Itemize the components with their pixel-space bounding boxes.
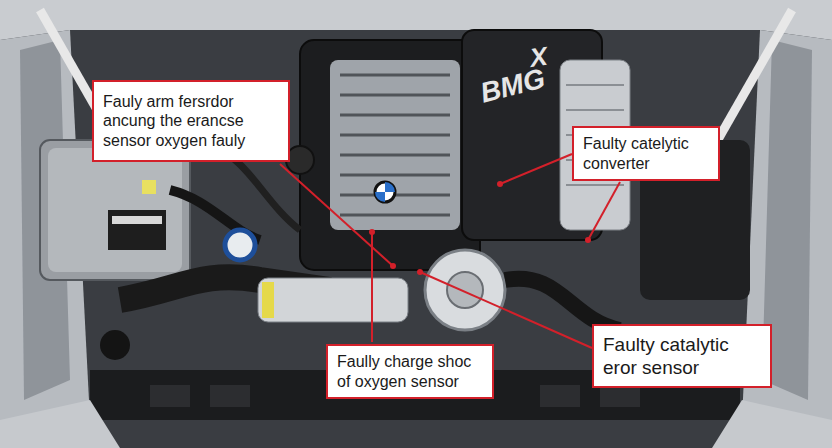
turbo-and-pipes <box>262 282 274 318</box>
fuse-box <box>108 210 166 250</box>
leader-dot <box>369 229 375 235</box>
front-panel <box>100 330 130 360</box>
hood-strut <box>712 10 792 150</box>
leader-line <box>588 182 620 240</box>
leader-line <box>500 154 572 184</box>
fuse-box <box>142 180 156 194</box>
engine-cover <box>340 174 450 177</box>
leader-dot <box>390 263 396 269</box>
leader-dot <box>369 181 591 275</box>
engine-cover <box>286 146 314 174</box>
leader-dot <box>417 269 423 275</box>
callout-text: Fauly arm fersrdor ancung the erancse se… <box>103 92 279 151</box>
turbo-and-pipes <box>120 149 620 330</box>
callout-text: Faully charge shoc of oxygen sensor <box>337 352 483 391</box>
engine-cover <box>330 60 460 230</box>
turbo-and-pipes <box>447 272 483 308</box>
front-panel <box>540 385 580 407</box>
intake-cover <box>566 184 624 186</box>
engine-cover <box>340 94 450 97</box>
front-panel <box>0 400 120 448</box>
engine-cover <box>300 40 480 270</box>
front-panel <box>210 385 250 407</box>
engine-cover <box>340 74 450 77</box>
leader-dot <box>585 237 591 243</box>
callout-box: Faulty catalytic eror sensor <box>592 324 772 388</box>
engine-cover <box>385 182 395 192</box>
front-panel <box>600 385 640 407</box>
intake-cover <box>566 109 624 111</box>
engine-cover <box>340 75 450 215</box>
front-panel <box>150 385 190 407</box>
leader-line <box>420 272 592 348</box>
engine-cover <box>340 114 450 117</box>
callout-box: Faulty catelytic converter <box>572 126 720 181</box>
leader-line <box>371 232 373 342</box>
callout-box: Faully charge shoc of oxygen sensor <box>326 344 494 399</box>
turbo-and-pipes <box>225 230 255 260</box>
engine-cover <box>286 40 480 270</box>
front-panel <box>0 330 832 448</box>
fuse-box <box>48 148 182 272</box>
leader-line <box>280 164 393 266</box>
front-panel <box>712 400 832 448</box>
engine-cover <box>375 192 385 202</box>
callout-text: Faulty catelytic converter <box>583 134 709 173</box>
engine-cover <box>340 214 450 217</box>
turbo-and-pipes <box>258 278 408 322</box>
engine-bay <box>0 0 832 40</box>
engine-cover <box>375 182 395 202</box>
engine-cover <box>340 134 450 137</box>
leader-dot <box>497 181 503 187</box>
engine-cover <box>340 154 450 157</box>
leader-line <box>280 154 620 348</box>
callout-box: Fauly arm fersrdor ancung the erancse se… <box>92 80 290 162</box>
turbo-and-pipes <box>505 279 620 330</box>
turbo-and-pipes <box>425 250 505 330</box>
callout-text: Faulty catalytic eror sensor <box>603 333 761 379</box>
fuse-box <box>112 216 162 224</box>
intake-cover <box>566 84 624 86</box>
